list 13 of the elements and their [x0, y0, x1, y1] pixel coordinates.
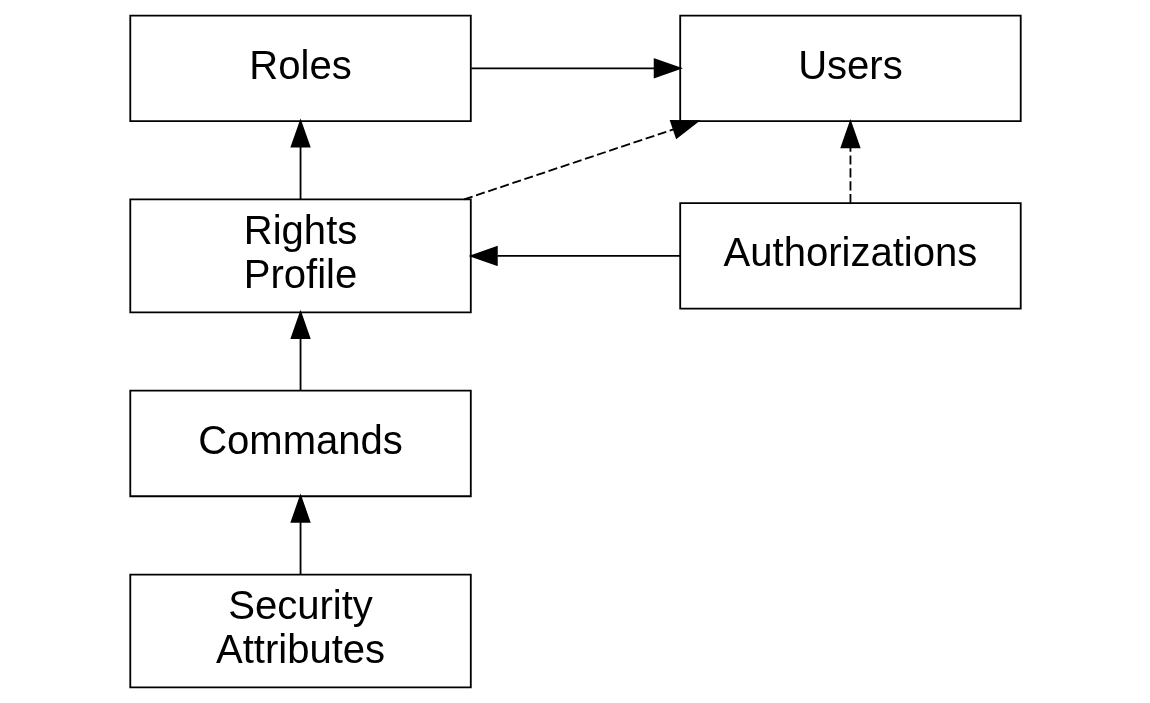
node-box: Rights Profile: [128, 198, 472, 314]
arrow: [469, 58, 683, 79]
arrow: [462, 119, 701, 201]
arrow: [289, 118, 311, 201]
node-box: Security Attributes: [128, 573, 472, 689]
arrow: [289, 309, 311, 392]
arrow: [468, 245, 681, 267]
node-box: Roles: [128, 14, 472, 123]
node-box: Authorizations: [678, 202, 1022, 310]
node-box: Users: [678, 14, 1022, 123]
node-box: Commands: [128, 389, 472, 498]
arrow: [839, 119, 861, 204]
arrow: [289, 493, 311, 576]
